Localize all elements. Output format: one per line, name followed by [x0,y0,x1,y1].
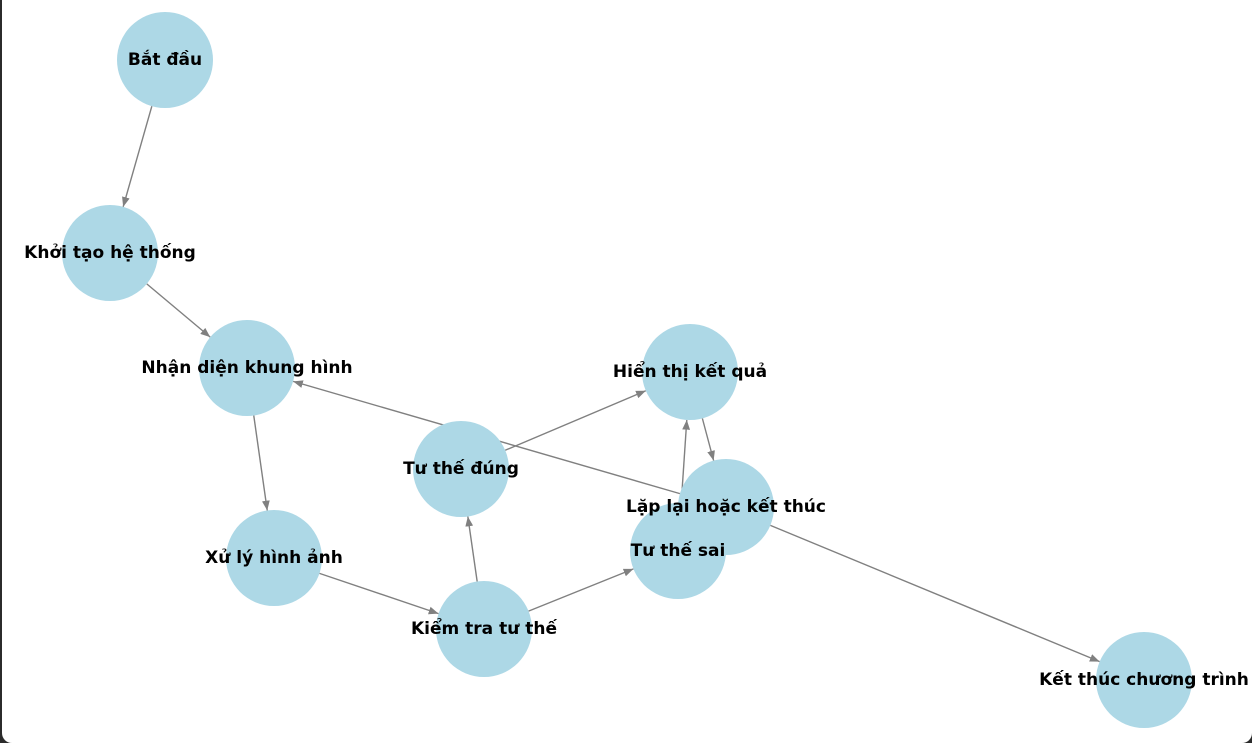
edge-check-to-correct [465,516,478,582]
edge-detect-to-process [253,415,270,511]
edge-process-to-check [319,572,439,615]
edge-display-to-repeat [701,418,715,461]
node-label-correct: Tư thế đúng [403,458,519,479]
node-repeat [678,459,774,555]
edge-check-to-wrong [528,568,634,612]
node-start [117,12,213,108]
node-end [1096,632,1192,728]
node-detect [199,320,295,416]
node-label-end: Kết thúc chương trình [1039,669,1249,690]
node-label-repeat: Lặp lại hoặc kết thúc [626,496,826,517]
node-label-process: Xử lý hình ảnh [205,548,343,568]
node-init [62,205,158,301]
node-label-init: Khởi tạo hệ thống [24,242,196,263]
node-label-check: Kiểm tra tư thế [411,617,557,639]
node-label-detect: Nhận diện khung hình [141,358,352,378]
node-label-display: Hiển thị kết quả [613,360,767,382]
node-display [642,324,738,420]
node-process [226,510,322,606]
edge-start-to-init [122,105,153,208]
node-label-wrong: Tư thế sai [631,540,726,561]
node-correct [413,421,509,517]
node-label-start: Bắt đầu [128,49,202,70]
node-check [436,581,532,677]
edge-repeat-to-end [770,524,1100,663]
edges-layer [122,105,1100,663]
edge-correct-to-display [504,390,647,451]
edge-init-to-detect [146,283,211,338]
